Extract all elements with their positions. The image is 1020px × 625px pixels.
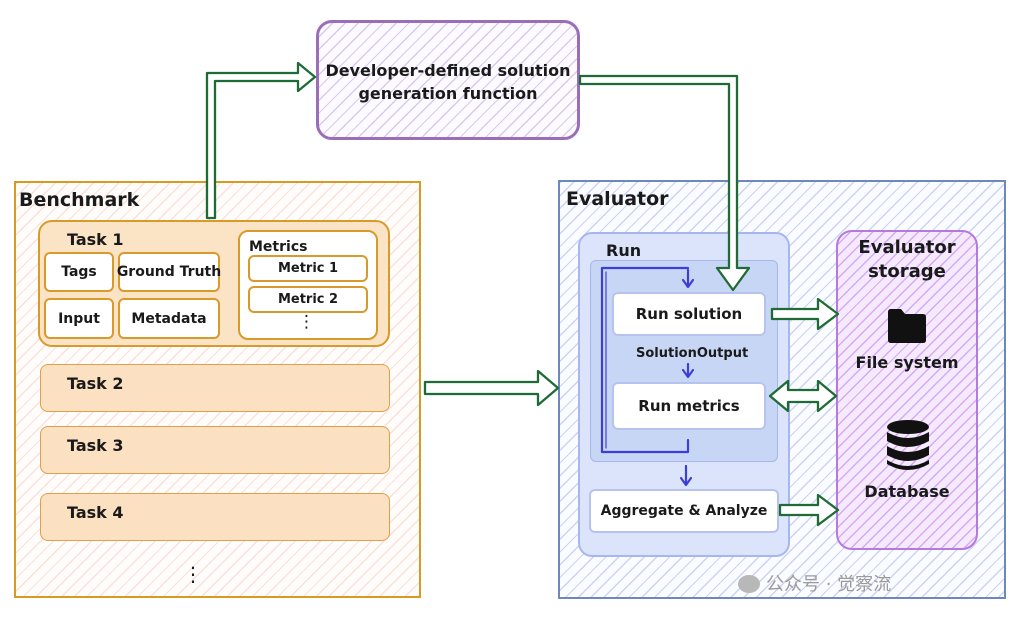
storage-title-line-1: Evaluator [858, 237, 956, 258]
ground-truth-field: Ground Truth [117, 252, 221, 292]
solution-output-label: SolutionOutput [636, 346, 749, 361]
solution-function-box [316, 20, 580, 140]
run-solution-to-storage-arrow [770, 297, 840, 331]
database-label: Database [864, 482, 950, 501]
task-3-card [40, 426, 390, 474]
benchmark-title: Benchmark [19, 189, 140, 211]
evaluator-storage-container [836, 230, 978, 550]
task-2-title: Task 2 [67, 374, 124, 393]
metrics-box [238, 230, 378, 340]
run-metrics-storage-double-arrow [768, 379, 838, 413]
metrics-more-indicator: ⋮ [298, 312, 315, 332]
solution-function-line-1: Developer-defined solution [325, 61, 571, 80]
evaluator-title: Evaluator [566, 188, 669, 210]
metric-2: Metric 2 [248, 286, 368, 313]
metric-1: Metric 1 [248, 255, 368, 282]
metrics-title: Metrics [249, 239, 308, 255]
more-tasks-indicator: ⋮ [183, 562, 203, 586]
input-field: Input [44, 298, 114, 339]
metadata-field: Metadata [118, 298, 220, 339]
solution-function-line-2: generation function [358, 84, 538, 103]
watermark-text: 公众号 · 觉察流 [738, 570, 891, 596]
storage-title-line-2: storage [868, 261, 946, 282]
loop-to-run-solution-arrow [681, 268, 695, 289]
folder-icon [888, 309, 926, 343]
task-3-title: Task 3 [67, 436, 124, 455]
aggregate-analyze-box: Aggregate & Analyze [589, 489, 779, 533]
run-title: Run [606, 241, 642, 260]
task-4-card [40, 493, 390, 541]
database-icon [887, 420, 929, 470]
benchmark-to-function-arrow [205, 61, 317, 220]
function-to-run-arrow [578, 74, 751, 292]
task-2-card [40, 364, 390, 412]
benchmark-to-evaluator-arrow [423, 369, 560, 407]
wechat-icon [738, 575, 760, 593]
tags-field: Tags [44, 252, 114, 292]
run-solution-box: Run solution [612, 292, 766, 336]
run-loop-bracket [600, 266, 690, 454]
run-metrics-box: Run metrics [612, 382, 766, 430]
solution-output-down-arrow [681, 362, 695, 379]
run-to-aggregate-arrow [679, 464, 693, 487]
aggregate-to-storage-arrow [778, 493, 840, 527]
task-4-title: Task 4 [67, 503, 124, 522]
file-system-label: File system [855, 353, 959, 372]
task-1-title: Task 1 [67, 230, 124, 249]
